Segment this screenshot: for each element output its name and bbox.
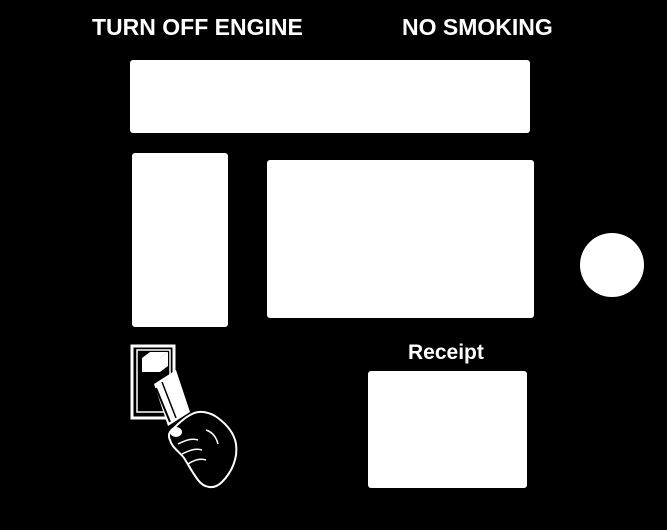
no-smoking-label: NO SMOKING [402, 14, 553, 40]
top-display [130, 60, 530, 133]
receipt-slot[interactable] [368, 371, 527, 488]
round-button[interactable] [580, 233, 644, 297]
receipt-label: Receipt [408, 341, 484, 364]
card-insert-icon [130, 344, 238, 488]
main-screen[interactable] [267, 160, 534, 318]
card-reader-slot[interactable] [132, 153, 228, 327]
turn-off-engine-label: TURN OFF ENGINE [92, 14, 303, 40]
